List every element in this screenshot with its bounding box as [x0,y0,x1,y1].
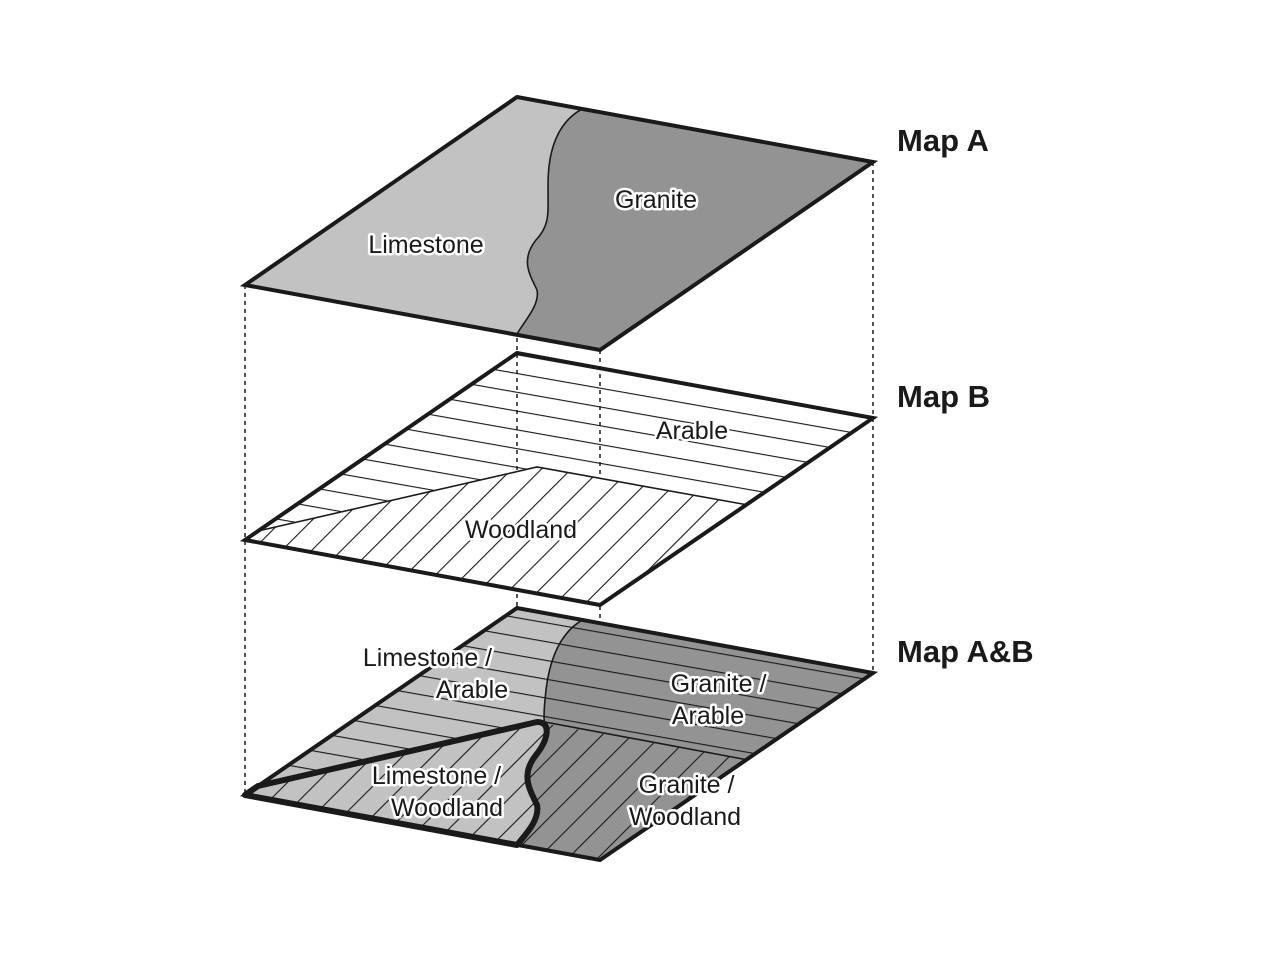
combined-land-use-boundary [544,721,749,761]
map-a-outline [239,94,879,353]
granite-woodland-label: Granite / Woodland [629,771,741,831]
woodland-label: Woodland [465,516,577,544]
granite-region [517,108,873,350]
land-use-boundary-line [257,466,749,532]
limestone-arable-label: Limestone / Arable [363,644,508,704]
map-ab-layer: Limestone / Arable Granite / Arable Lime… [239,605,879,863]
map-b-title: Map B [897,379,990,414]
map-ab-title: Map A&B [897,634,1034,669]
arable-label: Arable [656,417,728,445]
map-ab-outline [239,605,879,863]
limestone-woodland-highlight [242,719,550,848]
map-b-outline [239,350,879,608]
granite-label: Granite [615,186,697,214]
granite-arable-label: Granite / Arable [671,670,774,730]
woodland-hatch [245,467,748,605]
combined-woodland-hatch [245,722,748,860]
limestone-label: Limestone [368,231,483,259]
limestone-woodland-label: Limestone / Woodland [372,762,508,822]
map-b-layer: Arable Woodland [239,350,879,608]
map-a-title: Map A [897,123,989,158]
map-a-layer: Limestone Granite [239,94,879,353]
rock-boundary-line [516,107,585,335]
